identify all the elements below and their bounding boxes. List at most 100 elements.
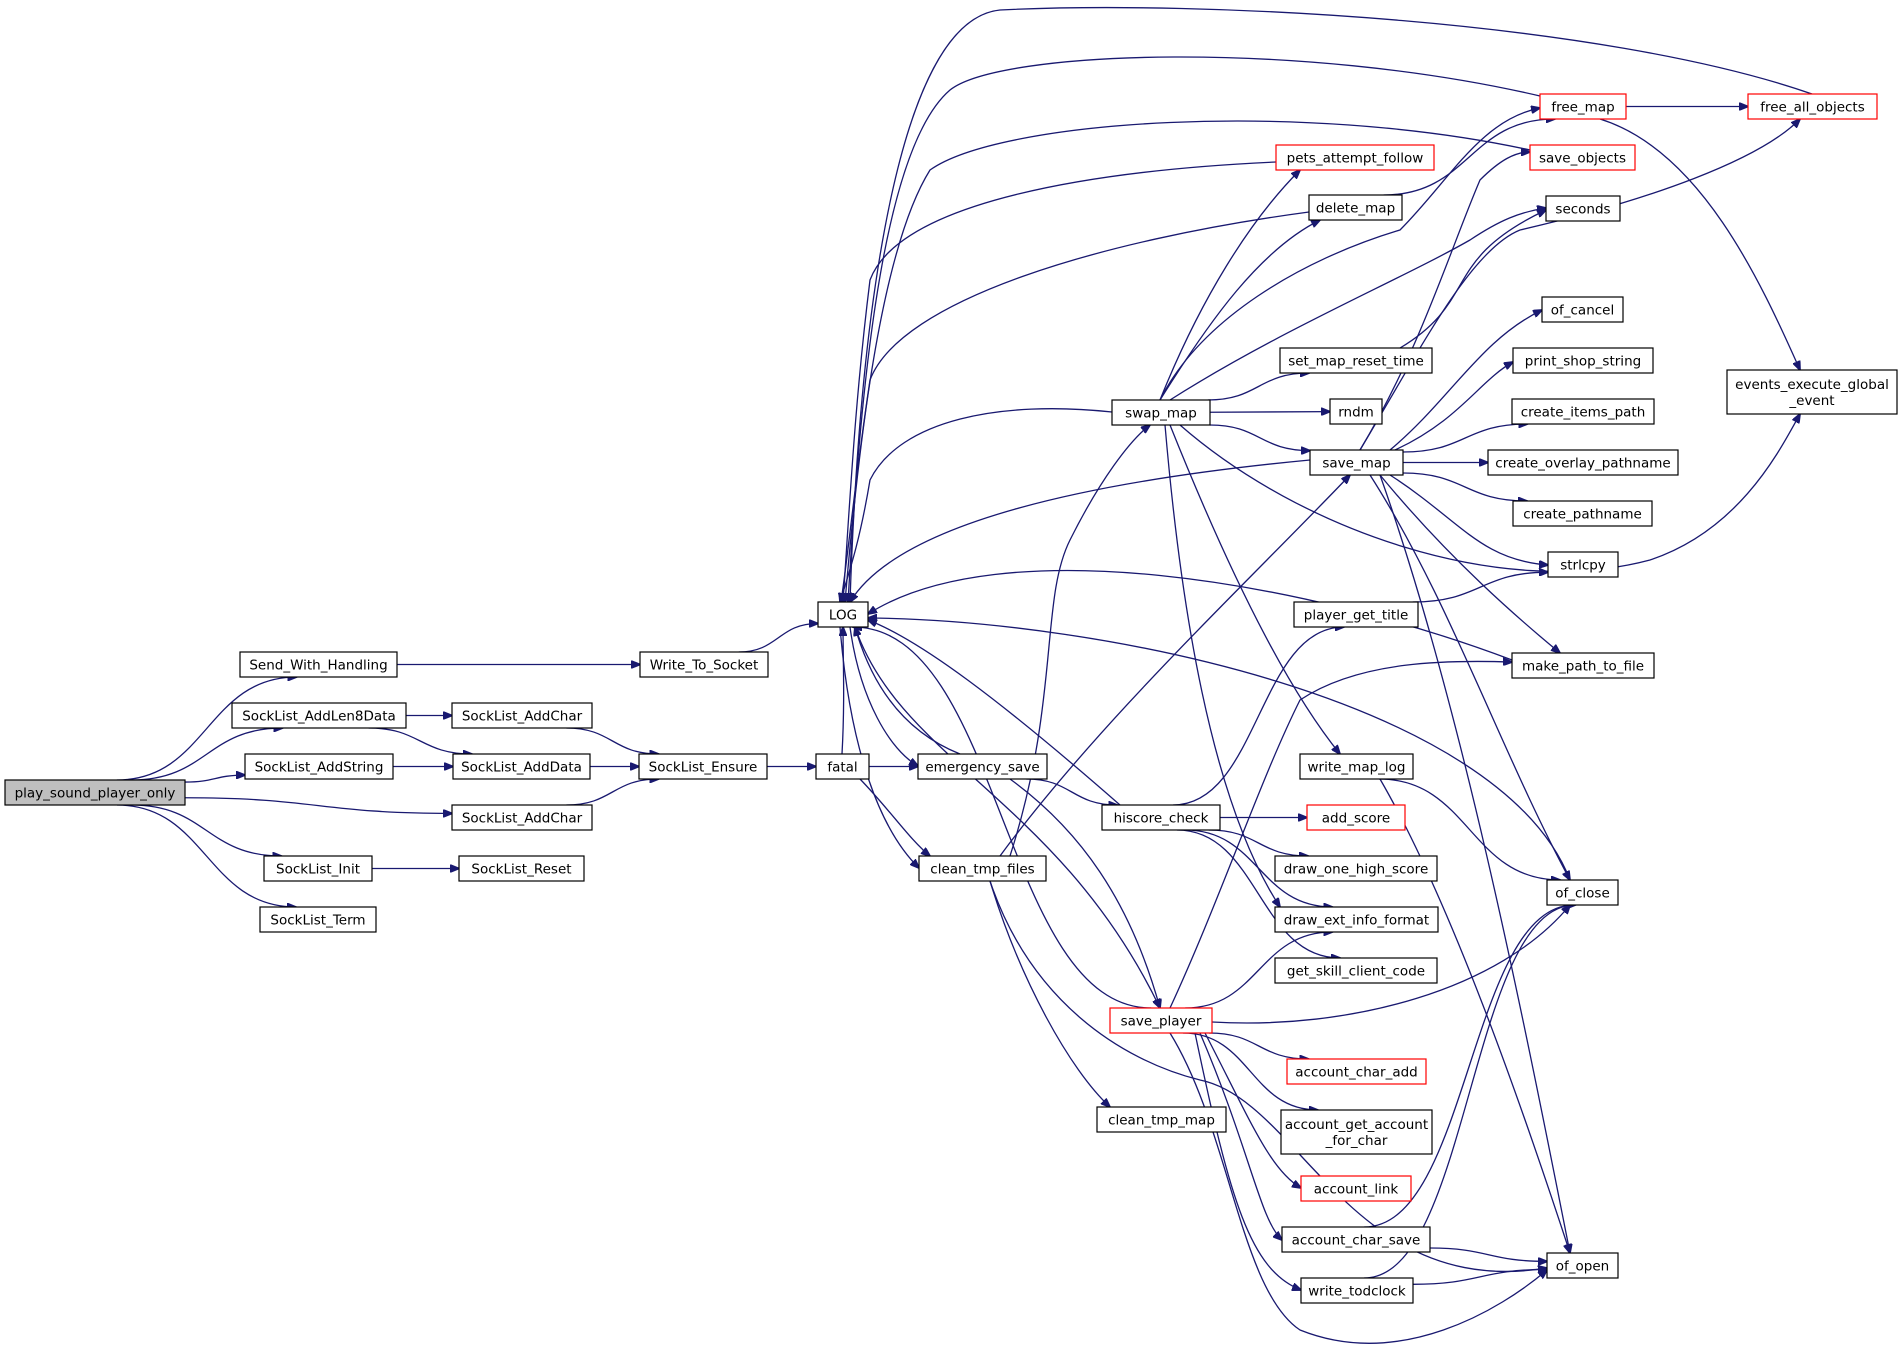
node-play_sound_player_only[interactable]: play_sound_player_only (4, 779, 186, 806)
node-box[interactable] (1541, 296, 1624, 323)
node-box[interactable] (1293, 601, 1419, 628)
node-draw_ext_info_format[interactable]: draw_ext_info_format (1274, 906, 1439, 933)
node-box[interactable] (1300, 1175, 1412, 1202)
node-box[interactable] (239, 651, 398, 678)
node-SockList_AddChar_b[interactable]: SockList_AddChar (451, 804, 593, 831)
node-box[interactable] (1101, 804, 1221, 831)
node-box[interactable] (1306, 804, 1406, 831)
node-box[interactable] (1096, 1106, 1227, 1133)
node-box[interactable] (1279, 347, 1433, 374)
node-box[interactable] (1547, 551, 1619, 578)
node-account_char_save[interactable]: account_char_save (1281, 1226, 1431, 1253)
node-SockList_Term[interactable]: SockList_Term (259, 906, 377, 933)
node-save_player[interactable]: save_player (1109, 1007, 1213, 1034)
node-box[interactable] (458, 855, 585, 882)
node-box[interactable] (1529, 144, 1636, 171)
node-strlcpy[interactable]: strlcpy (1547, 551, 1619, 578)
node-account_link[interactable]: account_link (1300, 1175, 1412, 1202)
node-print_shop_string[interactable]: print_shop_string (1512, 347, 1654, 374)
node-create_overlay_pathname[interactable]: create_overlay_pathname (1487, 449, 1679, 476)
node-create_items_path[interactable]: create_items_path (1511, 398, 1655, 425)
node-box[interactable] (1274, 957, 1438, 984)
node-box[interactable] (1281, 1226, 1431, 1253)
node-SockList_AddString[interactable]: SockList_AddString (244, 753, 394, 780)
node-pets_attempt_follow[interactable]: pets_attempt_follow (1275, 144, 1435, 171)
node-clean_tmp_map[interactable]: clean_tmp_map (1096, 1106, 1227, 1133)
node-SockList_Reset[interactable]: SockList_Reset (458, 855, 585, 882)
node-write_todclock[interactable]: write_todclock (1300, 1277, 1414, 1304)
node-write_map_log[interactable]: write_map_log (1299, 753, 1414, 780)
node-set_map_reset_time[interactable]: set_map_reset_time (1279, 347, 1433, 374)
node-box[interactable] (1329, 398, 1383, 425)
node-box[interactable] (4, 779, 186, 806)
node-box[interactable] (1300, 1277, 1414, 1304)
node-box[interactable] (1511, 398, 1655, 425)
node-box[interactable] (638, 753, 768, 780)
node-box[interactable] (918, 855, 1047, 882)
node-box[interactable] (1275, 144, 1435, 171)
node-emergency_save[interactable]: emergency_save (917, 753, 1048, 780)
node-box[interactable] (451, 702, 593, 729)
node-of_open[interactable]: of_open (1546, 1252, 1619, 1279)
node-box[interactable] (1546, 879, 1619, 906)
node-box[interactable] (1747, 93, 1878, 120)
node-box[interactable] (1511, 652, 1655, 679)
node-fatal[interactable]: fatal (815, 753, 870, 780)
node-box[interactable] (259, 906, 377, 933)
node-box[interactable] (917, 753, 1048, 780)
node-box[interactable] (639, 651, 769, 678)
node-account_char_add[interactable]: account_char_add (1286, 1058, 1427, 1085)
node-box[interactable] (1546, 1252, 1619, 1279)
node-box[interactable] (1545, 195, 1621, 222)
node-get_skill_client_code[interactable]: get_skill_client_code (1274, 957, 1438, 984)
node-box[interactable] (1111, 399, 1211, 426)
node-box[interactable] (451, 804, 593, 831)
node-SockList_AddData[interactable]: SockList_AddData (452, 753, 591, 780)
node-SockList_Init[interactable]: SockList_Init (263, 855, 373, 882)
node-account_get_account_for_char[interactable]: account_get_account_for_char (1280, 1109, 1433, 1155)
node-box[interactable] (1512, 500, 1653, 527)
node-LOG[interactable]: LOG (817, 601, 869, 628)
node-box[interactable] (1109, 1007, 1213, 1034)
node-box[interactable] (1280, 1109, 1433, 1155)
node-SockList_AddChar_a[interactable]: SockList_AddChar (451, 702, 593, 729)
node-swap_map[interactable]: swap_map (1111, 399, 1211, 426)
node-free_map[interactable]: free_map (1539, 93, 1627, 120)
node-box[interactable] (1274, 906, 1439, 933)
node-save_map[interactable]: save_map (1309, 449, 1404, 476)
node-seconds[interactable]: seconds (1545, 195, 1621, 222)
node-Send_With_Handling[interactable]: Send_With_Handling (239, 651, 398, 678)
node-box[interactable] (244, 753, 394, 780)
node-SockList_Ensure[interactable]: SockList_Ensure (638, 753, 768, 780)
node-box[interactable] (1309, 449, 1404, 476)
node-box[interactable] (1726, 369, 1898, 415)
node-box[interactable] (1274, 855, 1438, 882)
node-box[interactable] (1286, 1058, 1427, 1085)
node-delete_map[interactable]: delete_map (1308, 194, 1403, 221)
node-box[interactable] (1487, 449, 1679, 476)
node-add_score[interactable]: add_score (1306, 804, 1406, 831)
node-Write_To_Socket[interactable]: Write_To_Socket (639, 651, 769, 678)
node-hiscore_check[interactable]: hiscore_check (1101, 804, 1221, 831)
node-free_all_objects[interactable]: free_all_objects (1747, 93, 1878, 120)
node-create_pathname[interactable]: create_pathname (1512, 500, 1653, 527)
node-SockList_AddLen8Data[interactable]: SockList_AddLen8Data (231, 702, 407, 729)
node-of_close[interactable]: of_close (1546, 879, 1619, 906)
node-save_objects[interactable]: save_objects (1529, 144, 1636, 171)
node-draw_one_high_score[interactable]: draw_one_high_score (1274, 855, 1438, 882)
node-box[interactable] (452, 753, 591, 780)
node-box[interactable] (1308, 194, 1403, 221)
node-make_path_to_file[interactable]: make_path_to_file (1511, 652, 1655, 679)
node-box[interactable] (231, 702, 407, 729)
node-box[interactable] (817, 601, 869, 628)
node-rndm[interactable]: rndm (1329, 398, 1383, 425)
node-of_cancel[interactable]: of_cancel (1541, 296, 1624, 323)
node-player_get_title[interactable]: player_get_title (1293, 601, 1419, 628)
node-box[interactable] (1299, 753, 1414, 780)
node-clean_tmp_files[interactable]: clean_tmp_files (918, 855, 1047, 882)
node-box[interactable] (1512, 347, 1654, 374)
node-events_execute_global_event[interactable]: events_execute_global_event (1726, 369, 1898, 415)
node-box[interactable] (263, 855, 373, 882)
node-box[interactable] (815, 753, 870, 780)
node-box[interactable] (1539, 93, 1627, 120)
